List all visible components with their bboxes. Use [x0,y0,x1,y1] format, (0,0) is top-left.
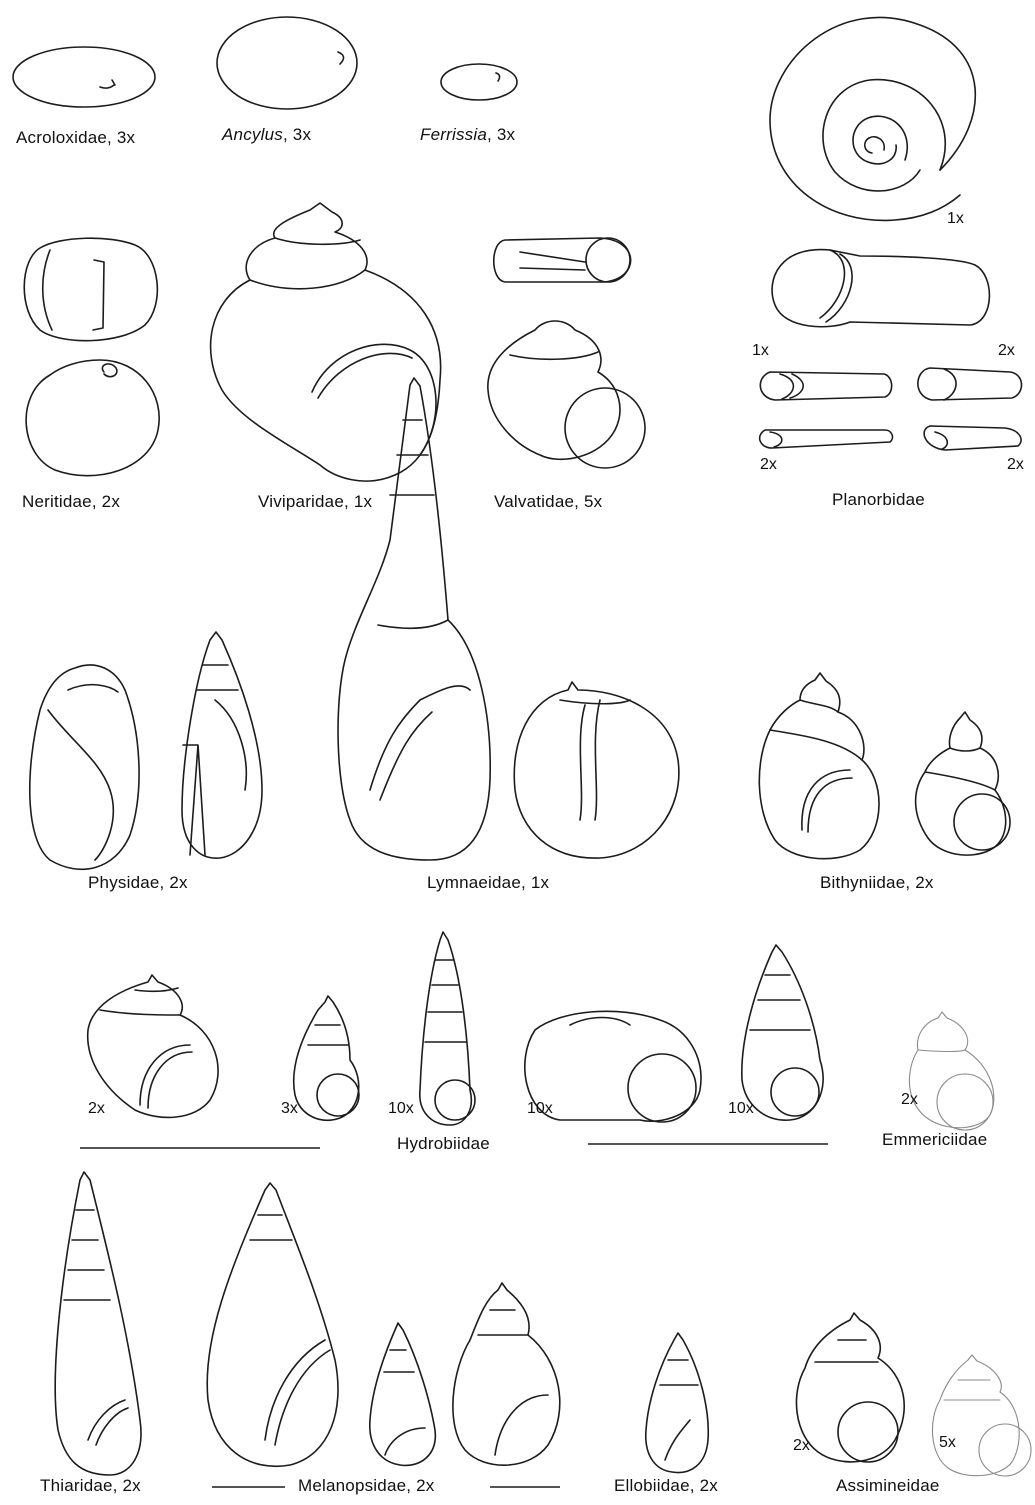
mag-hydrobiidae-5: 10x [728,1100,754,1118]
label-ferrissia-mag: , 3x [487,125,515,144]
hydrobiidae-shell-5-drawing [742,945,823,1120]
label-physidae: Physidae, 2x [88,873,188,893]
lymnaeidae-shell-2-drawing [514,682,679,858]
hydrobiidae-shell-2-drawing [294,996,359,1120]
melanopsidae-shell-1-drawing [207,1183,338,1466]
melanopsidae-shell-3-drawing [453,1283,560,1465]
hydrobiidae-shell-3-drawing [420,932,475,1125]
assimineidae-shell-1-drawing [796,1313,904,1462]
ferrissia-shell-drawing [441,64,517,100]
label-ancylus-genus: Ancylus [222,125,283,144]
bithyniidae-shell-1-drawing [759,673,879,859]
label-hydrobiidae: Hydrobiidae [397,1134,490,1154]
emmericiidae-shell-drawing [909,1012,993,1130]
mag-hydrobiidae-1: 2x [88,1100,105,1118]
mag-planorbidae-bottom-left: 2x [760,456,777,474]
ellobiidae-shell-drawing [646,1333,708,1473]
label-ferrissia-genus: Ferrissia [420,125,487,144]
label-viviparidae: Viviparidae, 1x [258,492,372,512]
mag-assimineidae-1: 2x [793,1437,810,1455]
planorbidae-top-view-drawing [770,17,975,220]
label-valvatidae: Valvatidae, 5x [494,492,602,512]
mag-hydrobiidae-3: 10x [388,1100,414,1118]
mag-emmericiidae: 2x [901,1091,918,1109]
acroloxidae-shell-drawing [13,47,155,107]
bithyniidae-shell-2-drawing [916,712,1010,855]
planorbidae-small-4-drawing [924,426,1021,450]
label-thiaridae: Thiaridae, 2x [40,1476,141,1496]
mag-planorbidae-side-right: 2x [998,342,1015,360]
melanopsidae-shell-2-drawing [370,1323,436,1465]
neritidae-bottom-drawing [26,360,159,476]
label-melanopsidae: Melanopsidae, 2x [298,1476,434,1496]
physidae-shell-2-drawing [182,632,262,858]
viviparidae-shell-drawing [211,203,441,481]
valvatidae-top-drawing [494,238,631,282]
ancylus-shell-drawing [217,17,357,109]
planorbidae-small-2-drawing [918,368,1022,400]
planorbidae-small-3-drawing [760,430,893,448]
label-emmericiidae: Emmericiidae [882,1130,987,1150]
planorbidae-side-view-drawing [772,250,989,327]
valvatidae-side-drawing [488,321,645,468]
mag-assimineidae-2: 5x [939,1434,956,1452]
label-assimineidae: Assimineidae [836,1476,940,1496]
label-acroloxidae: Acroloxidae, 3x [16,128,135,148]
mag-hydrobiidae-2: 3x [281,1100,298,1118]
planorbidae-small-1-drawing [760,372,891,400]
mag-planorbidae-bottom-right: 2x [1007,456,1024,474]
label-lymnaeidae: Lymnaeidae, 1x [427,873,549,893]
assimineidae-shell-2-drawing [932,1355,1031,1476]
neritidae-top-drawing [24,238,157,341]
label-ferrissia: Ferrissia, 3x [420,125,515,145]
mag-planorbidae-top: 1x [947,210,964,228]
label-ancylus: Ancylus, 3x [222,125,311,145]
mag-hydrobiidae-4: 10x [527,1100,553,1118]
physidae-shell-1-drawing [30,665,139,869]
label-planorbidae: Planorbidae [832,490,925,510]
label-bithyniidae: Bithyniidae, 2x [820,873,934,893]
label-ellobiidae: Ellobiidae, 2x [614,1476,718,1496]
label-neritidae: Neritidae, 2x [22,492,120,512]
hydrobiidae-shell-1-drawing [88,975,218,1117]
mag-planorbidae-side-left: 1x [752,342,769,360]
lymnaeidae-shell-1-drawing [338,378,490,860]
label-ancylus-mag: , 3x [283,125,311,144]
thiaridae-shell-drawing [55,1172,141,1475]
